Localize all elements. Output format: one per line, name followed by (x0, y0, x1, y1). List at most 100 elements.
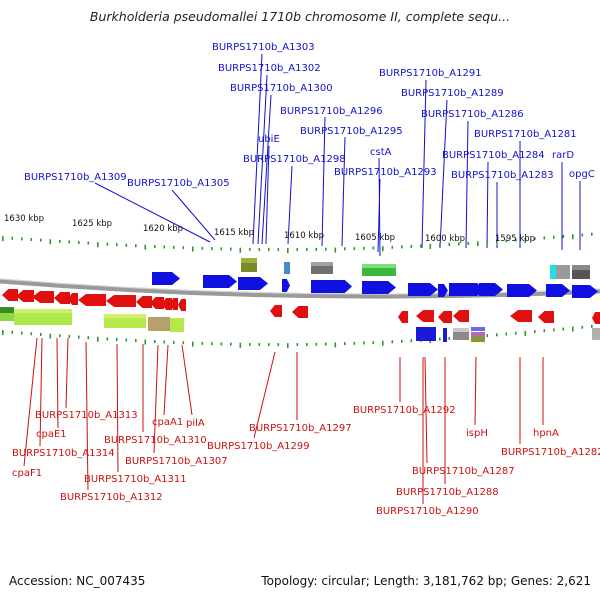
tick-mark (344, 342, 346, 346)
leader-line (486, 161, 489, 249)
gene-label-hpnA[interactable]: hpnA (533, 428, 559, 439)
gene-label-rarD[interactable]: rarD (552, 150, 574, 161)
tick-mark (201, 246, 204, 250)
leader-line (171, 189, 216, 241)
domain-box (170, 318, 184, 332)
tick-label-1605: 1605 kbp (355, 233, 395, 243)
tick-mark (287, 248, 289, 254)
tick-mark (277, 248, 280, 252)
gene-label-A1289[interactable]: BURPS1710b_A1289 (401, 88, 504, 99)
forward-gene-arrow (479, 283, 503, 296)
gene-label-A1292[interactable]: BURPS1710b_A1292 (353, 405, 456, 416)
leader-line (181, 344, 193, 416)
accession-text: Accession: NC_007435 (9, 574, 146, 588)
tick-mark (258, 343, 261, 347)
gene-label-cpaE1[interactable]: cpaE1 (36, 429, 67, 440)
gene-label-A1309[interactable]: BURPS1710b_A1309 (24, 172, 127, 183)
tick-mark (220, 342, 223, 346)
gene-label-A1295[interactable]: BURPS1710b_A1295 (300, 126, 403, 137)
leader-line (65, 337, 69, 409)
reverse-gene-arrow (136, 296, 152, 308)
gene-label-A1290[interactable]: BURPS1710b_A1290 (376, 506, 479, 517)
domain-box (550, 265, 558, 279)
tick-mark (296, 248, 299, 252)
tick-label-1630: 1630 kbp (4, 214, 44, 224)
tick-mark (78, 335, 80, 339)
reverse-gene-arrow (510, 310, 532, 322)
tick-label-1620: 1620 kbp (143, 224, 183, 234)
tick-mark (268, 343, 270, 347)
gene-label-A1307[interactable]: BURPS1710b_A1307 (125, 456, 228, 467)
reverse-gene-arrow (32, 291, 54, 303)
gene-features (0, 258, 600, 342)
tick-mark (372, 341, 375, 345)
reverse-gene-arrow (78, 294, 106, 306)
gene-label-A1300[interactable]: BURPS1710b_A1300 (230, 83, 333, 94)
tick-mark (458, 242, 460, 246)
gene-label-A1296[interactable]: BURPS1710b_A1296 (280, 106, 383, 117)
tick-mark (258, 247, 261, 251)
tick-mark (515, 331, 517, 335)
gene-label-ubiE[interactable]: ubiE (258, 134, 280, 145)
reverse-gene-arrow (54, 292, 70, 304)
leader-line (265, 145, 270, 245)
gene-label-A1312[interactable]: BURPS1710b_A1312 (60, 492, 163, 503)
domain-box (14, 309, 72, 313)
gene-label-A1310[interactable]: BURPS1710b_A1310 (104, 435, 207, 446)
tick-mark (239, 342, 242, 348)
gene-label-cstA[interactable]: cstA (370, 147, 392, 158)
gene-label-A1287[interactable]: BURPS1710b_A1287 (412, 466, 515, 477)
leader-line (153, 344, 159, 454)
gene-label-A1297[interactable]: BURPS1710b_A1297 (249, 423, 352, 434)
gene-label-A1291[interactable]: BURPS1710b_A1291 (379, 68, 482, 79)
gene-label-A1311[interactable]: BURPS1710b_A1311 (84, 474, 187, 485)
gene-label-A1302[interactable]: BURPS1710b_A1302 (218, 63, 321, 74)
gene-label-cpaF1[interactable]: cpaF1 (12, 468, 42, 479)
domain-box (556, 265, 570, 279)
tick-mark (268, 248, 270, 252)
tick-mark (372, 246, 375, 250)
gene-label-ispH[interactable]: ispH (466, 428, 488, 439)
gene-label-A1286[interactable]: BURPS1710b_A1286 (421, 109, 524, 120)
gene-label-A1298[interactable]: BURPS1710b_A1298 (243, 154, 346, 165)
tick-mark (173, 245, 175, 249)
reverse-gene-arrow (68, 293, 78, 305)
leader-line (424, 356, 428, 464)
reverse-gene-arrow (150, 297, 164, 309)
gene-label-cpaA1[interactable]: cpaA1 (152, 417, 183, 428)
gene-label-A1314[interactable]: BURPS1710b_A1314 (12, 448, 115, 459)
gene-label-A1288[interactable]: BURPS1710b_A1288 (396, 487, 499, 498)
domain-box (311, 262, 333, 266)
tick-label-1615: 1615 kbp (214, 228, 254, 238)
domain-box (148, 317, 170, 331)
gene-label-A1313[interactable]: BURPS1710b_A1313 (35, 410, 138, 421)
gene-label-A1281[interactable]: BURPS1710b_A1281 (474, 129, 577, 140)
tick-label-1610: 1610 kbp (284, 231, 324, 241)
gene-label-opgC[interactable]: opgC (569, 169, 595, 180)
tick-mark (410, 244, 413, 248)
tick-mark (572, 234, 574, 240)
gene-label-pilA[interactable]: pilA (186, 418, 205, 429)
domain-box (453, 328, 469, 332)
gene-label-A1293[interactable]: BURPS1710b_A1293 (334, 167, 437, 178)
gene-label-A1283[interactable]: BURPS1710b_A1283 (451, 170, 554, 181)
gene-label-A1284[interactable]: BURPS1710b_A1284 (442, 150, 545, 161)
reverse-gene-arrow (16, 290, 34, 302)
tick-mark (448, 336, 451, 340)
gene-label-A1305[interactable]: BURPS1710b_A1305 (127, 178, 230, 189)
gene-label-A1282[interactable]: BURPS1710b_A1282 (501, 447, 600, 458)
forward-gene-arrow (282, 279, 290, 292)
tick-mark (30, 332, 33, 336)
tick-mark (68, 240, 71, 244)
tick-mark (534, 330, 536, 334)
tick-mark (353, 341, 356, 345)
tick-mark (448, 242, 451, 246)
leader-line (465, 120, 469, 249)
gene-label-A1303[interactable]: BURPS1710b_A1303 (212, 42, 315, 53)
tick-mark (21, 237, 23, 241)
tick-mark (106, 337, 109, 341)
gene-label-A1299[interactable]: BURPS1710b_A1299 (207, 441, 310, 452)
tick-mark (287, 343, 289, 349)
tick-mark (562, 234, 565, 238)
tick-mark (30, 238, 33, 242)
